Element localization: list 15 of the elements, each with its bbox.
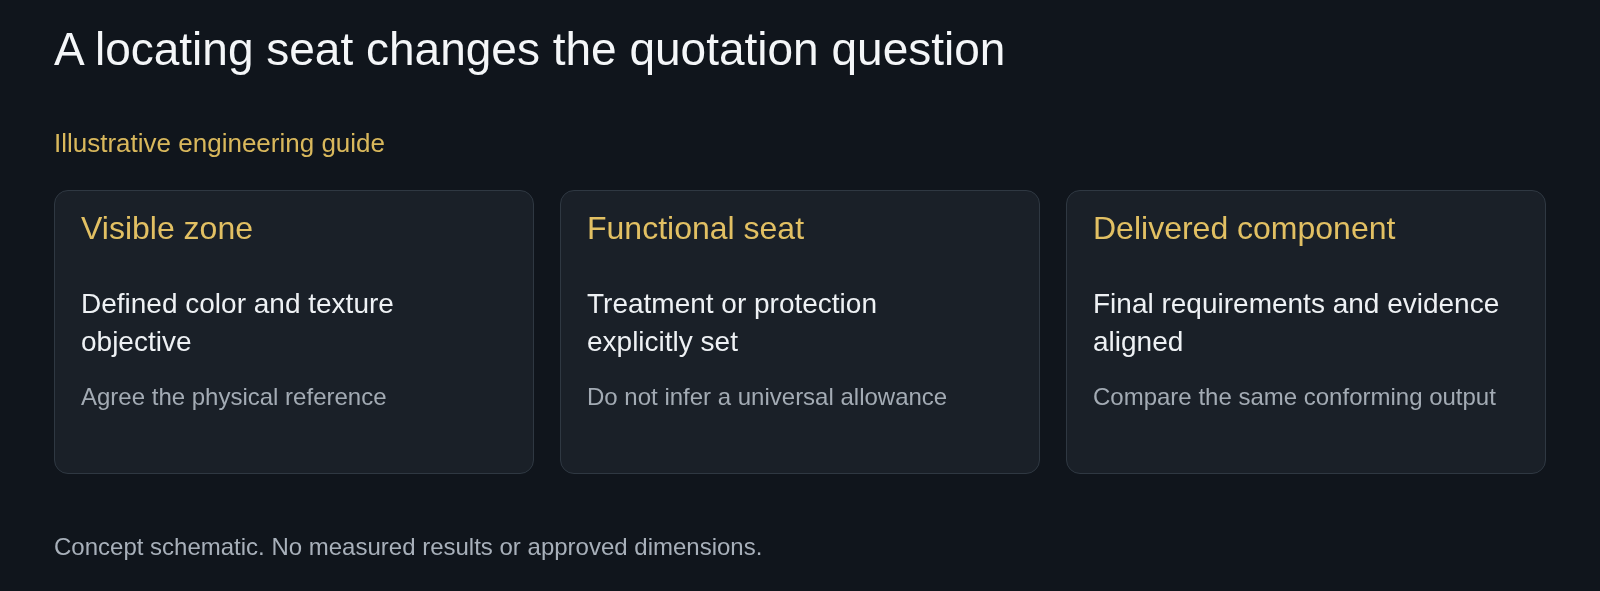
- subtitle: Illustrative engineering guide: [54, 128, 385, 159]
- card-text: Final requirements and evidence aligned: [1093, 287, 1501, 359]
- card-note: Agree the physical reference: [81, 382, 387, 411]
- info-card: [560, 190, 1040, 474]
- card-heading: Visible zone: [81, 209, 253, 247]
- card-heading: Delivered component: [1093, 209, 1396, 247]
- title: A locating seat changes the quotation question: [54, 22, 1006, 77]
- caption-note: Concept schematic. No measured results or approved dimensions.: [54, 532, 763, 561]
- card-text: Treatment or protection explicitly set: [587, 287, 878, 359]
- info-card: [54, 190, 534, 474]
- card-text: Defined color and texture objective: [81, 287, 395, 359]
- card-heading: Functional seat: [587, 209, 804, 247]
- info-card: [1066, 190, 1546, 474]
- card-note: Compare the same conforming output: [1093, 382, 1496, 411]
- card-note: Do not infer a universal allowance: [587, 382, 948, 411]
